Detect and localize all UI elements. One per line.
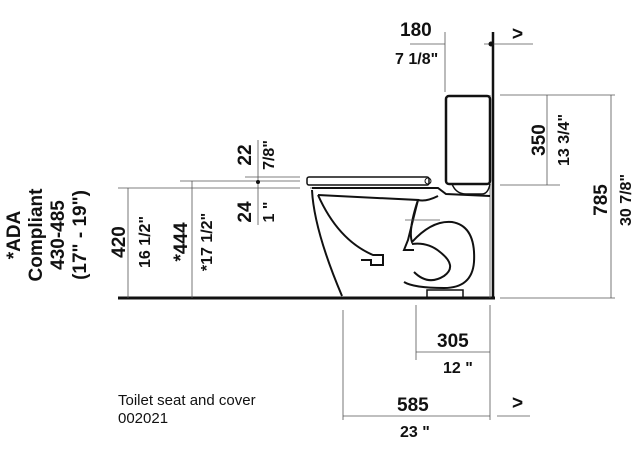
tank-height-mm: 350: [529, 124, 550, 156]
tank-offset-in: 7 1/8": [395, 51, 438, 68]
wall-symbol-top: >: [512, 24, 523, 45]
outlet-flange: [426, 289, 464, 299]
seat-gap-in: 1 ": [261, 202, 278, 223]
total-height-mm: 785: [591, 184, 612, 216]
dimension-lines: [118, 32, 615, 420]
trapway-inner: [411, 242, 451, 282]
tank: [444, 94, 492, 186]
accessory-code: 002021: [118, 410, 168, 427]
ada-note-line4: (17" - 19"): [70, 190, 91, 280]
bowl-top: [312, 187, 491, 197]
bowl-back: [317, 194, 420, 251]
seat-thickness-mm: 22: [235, 144, 256, 165]
ada-note-line3: 430-485: [48, 200, 69, 270]
neck: [417, 195, 439, 202]
bowl-inner: [317, 194, 384, 266]
rim-height-mm: 420: [109, 226, 130, 258]
seat-height-mm: *444: [171, 222, 192, 262]
tank-height-in: 13 3/4": [556, 114, 573, 166]
wall-symbol-bottom: >: [512, 393, 523, 414]
depth-mm: 585: [397, 395, 429, 416]
tank-offset-mm: 180: [400, 20, 432, 41]
bowl-front: [311, 189, 343, 297]
depth-in: 23 ": [400, 424, 430, 441]
trapway-outer: [403, 199, 476, 290]
rough-in-mm: 305: [437, 331, 469, 352]
tank-base: [451, 183, 491, 195]
seat-lid: [306, 176, 430, 186]
ada-note-line2: Compliant: [26, 188, 47, 282]
total-height-in: 30 7/8": [618, 174, 635, 226]
toilet-outline: [306, 94, 492, 299]
ada-note-line1: *ADA: [4, 210, 25, 259]
rim-height-in: 16 1/2": [137, 216, 154, 268]
seat-height-in: *17 1/2": [199, 213, 216, 271]
seat-thickness-in: 7/8": [261, 140, 278, 170]
accessory-label: Toilet seat and cover: [118, 392, 256, 409]
rough-in-in: 12 ": [443, 360, 473, 377]
seat-gap-mm: 24: [235, 201, 256, 223]
